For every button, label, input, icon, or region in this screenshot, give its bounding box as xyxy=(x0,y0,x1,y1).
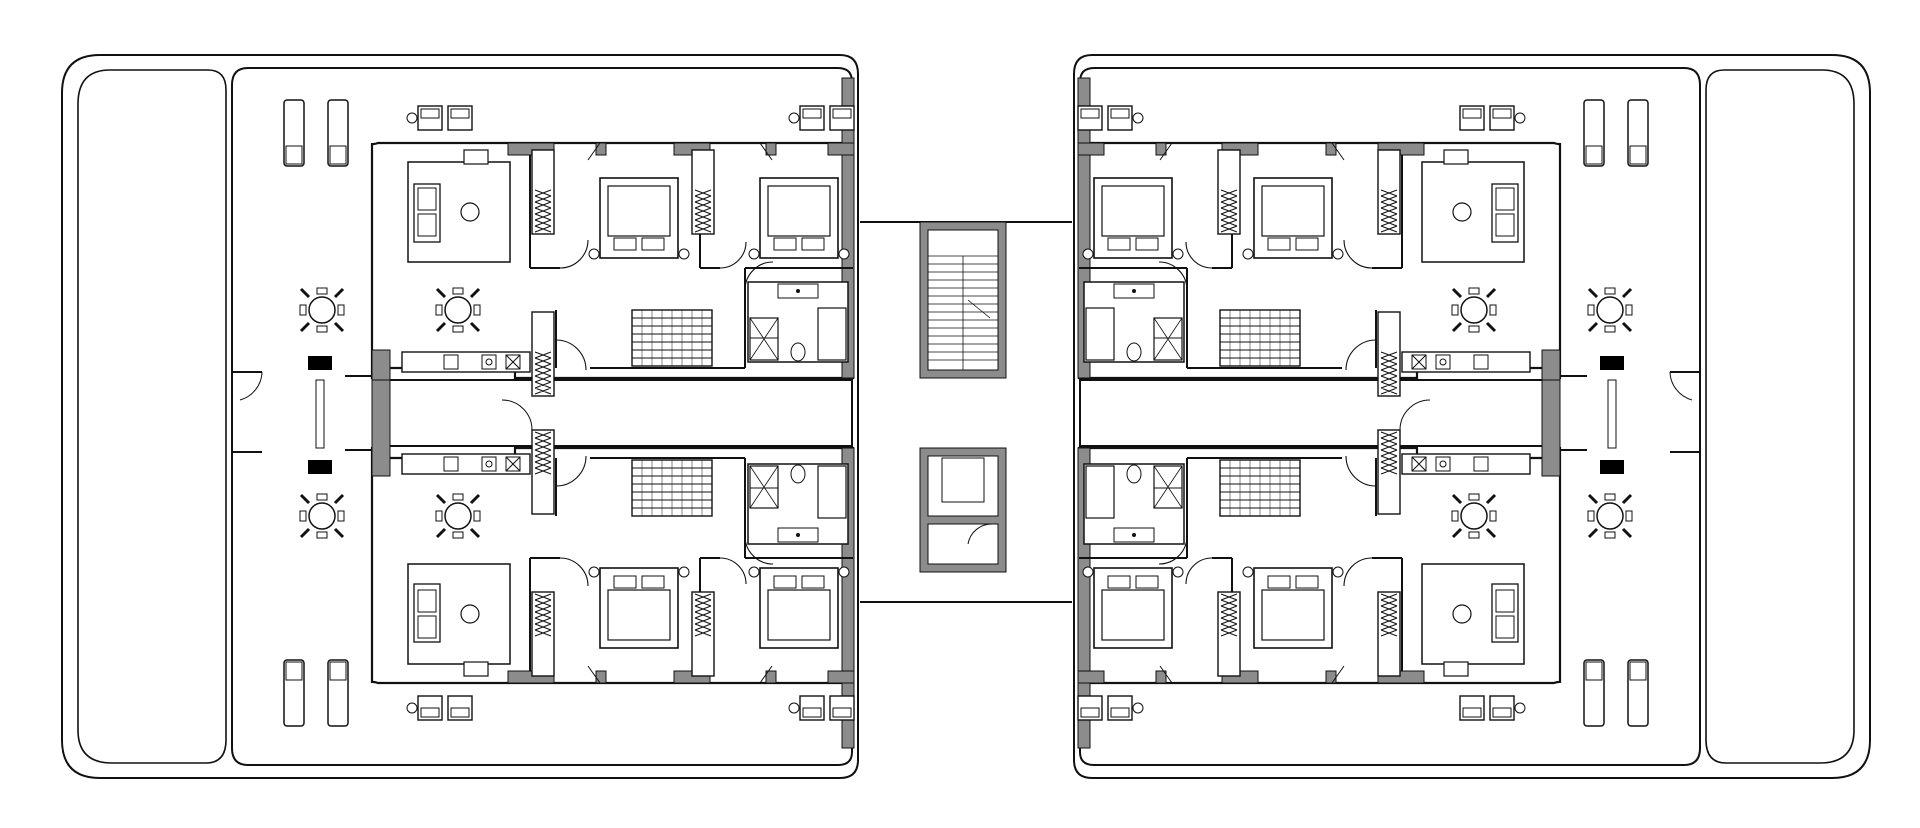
unit-nw xyxy=(284,78,854,446)
central-core xyxy=(860,221,1072,603)
unit-ne xyxy=(1078,78,1648,446)
unit-sw xyxy=(284,380,854,748)
elevator-core xyxy=(919,447,1007,573)
east-building xyxy=(1073,54,1871,779)
unit-se xyxy=(1078,380,1648,748)
west-building xyxy=(61,54,859,779)
stair-core xyxy=(919,221,1007,379)
